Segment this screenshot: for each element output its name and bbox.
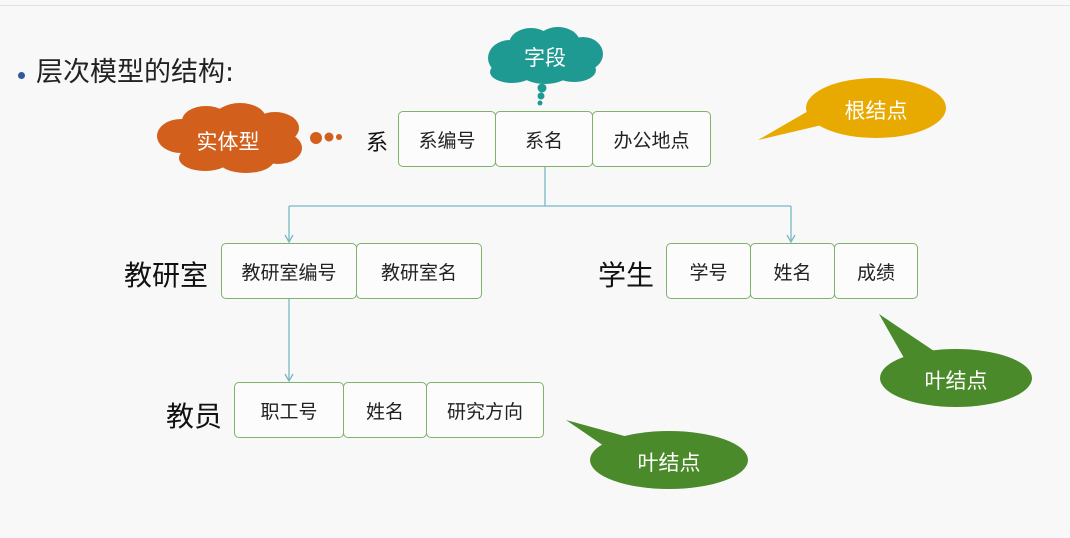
leaf-callout-bubble-teacher — [566, 420, 748, 489]
leaf-callout-bubble-student — [879, 314, 1032, 407]
slide-heading: 层次模型的结构: — [36, 57, 235, 88]
entity-callout-cloud — [157, 103, 342, 173]
field-office-name: 教研室名 — [356, 243, 482, 299]
record-label-student: 学生 — [598, 259, 655, 292]
top-divider — [0, 5, 1070, 6]
leaf-callout-text-student: 叶结点 — [924, 369, 988, 393]
record-teacher: 职工号 姓名 研究方向 — [234, 382, 544, 438]
root-callout-text: 根结点 — [844, 99, 908, 123]
field-teacher-research: 研究方向 — [426, 382, 544, 438]
leaf-callout-text-teacher: 叶结点 — [637, 451, 701, 475]
record-office: 教研室编号 教研室名 — [221, 243, 482, 299]
field-student-id: 学号 — [666, 243, 751, 299]
field-teacher-id: 职工号 — [234, 382, 344, 438]
record-label-dept: 系 — [366, 131, 389, 156]
field-callout-cloud — [488, 27, 603, 106]
field-callout-text: 字段 — [524, 46, 566, 70]
entity-callout-text: 实体型 — [196, 130, 260, 154]
field-dept-name: 系名 — [495, 111, 593, 167]
bullet-dot — [18, 72, 25, 79]
field-student-name: 姓名 — [750, 243, 835, 299]
field-dept-office: 办公地点 — [592, 111, 711, 167]
record-label-teacher: 教员 — [166, 400, 223, 433]
field-office-id: 教研室编号 — [221, 243, 357, 299]
record-label-office: 教研室 — [124, 259, 209, 292]
root-callout-bubble — [758, 78, 946, 140]
record-student: 学号 姓名 成绩 — [666, 243, 918, 299]
field-student-score: 成绩 — [834, 243, 918, 299]
record-dept: 系编号 系名 办公地点 — [398, 111, 711, 167]
